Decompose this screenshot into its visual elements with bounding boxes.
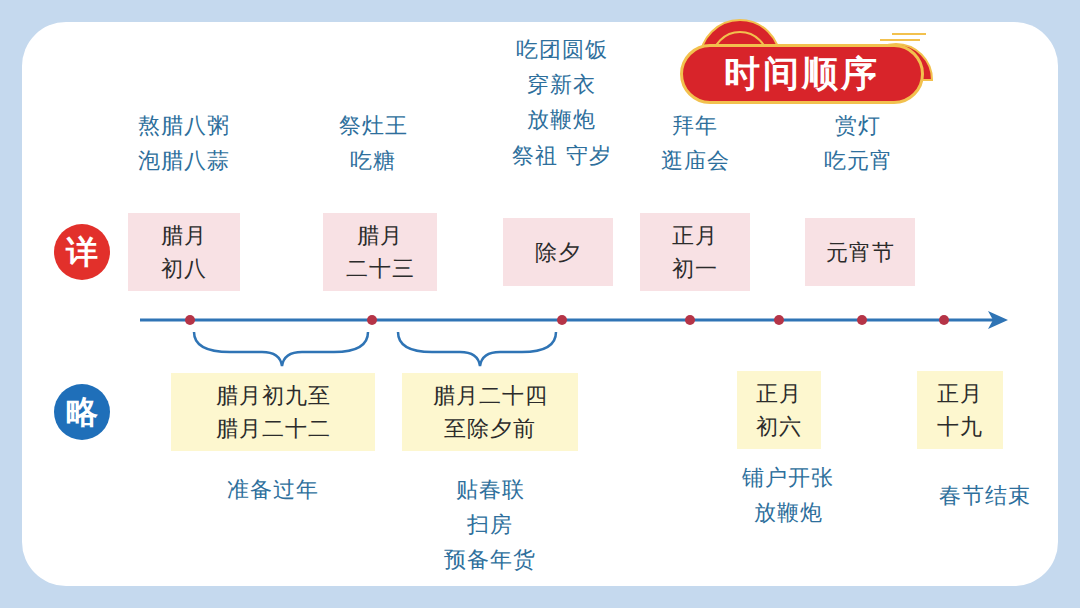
activity-text: 贴春联 扫房 预备年货 <box>434 472 546 578</box>
box-text: 腊月二十四 至除夕前 <box>424 379 556 445</box>
title-text: 时间顺序 <box>724 50 880 99</box>
brief-circle: 略 <box>54 384 110 440</box>
box-text: 腊月初九至 腊月二十二 <box>207 379 339 445</box>
timeline-dots <box>185 315 949 325</box>
date-box: 正月 初一 <box>640 213 750 291</box>
activity-text: 春节结束 <box>927 478 1044 513</box>
activity-text: 熬腊八粥 泡腊八蒜 <box>128 108 240 178</box>
date-box: 腊月 二十三 <box>323 213 437 291</box>
timeline-arrowhead <box>988 311 1008 329</box>
period-box: 腊月初九至 腊月二十二 <box>171 373 375 451</box>
box-text: 正月 十九 <box>931 377 988 443</box>
box-text: 元宵节 <box>820 236 899 269</box>
activity-text: 铺户开张 放鞭炮 <box>732 460 844 530</box>
box-text: 除夕 <box>523 236 593 269</box>
box-text: 正月 初一 <box>660 219 730 285</box>
date-box: 除夕 <box>503 218 613 286</box>
activity-text: 吃团圆饭 穿新衣 放鞭炮 祭祖 守岁 <box>508 32 616 173</box>
period-box: 腊月二十四 至除夕前 <box>402 373 578 451</box>
title-banner: 时间顺序 <box>680 44 924 104</box>
box-text: 腊月 初八 <box>149 219 219 285</box>
activity-text: 拜年 逛庙会 <box>650 108 740 178</box>
date-box: 腊月 初八 <box>128 213 240 291</box>
date-box: 正月 十九 <box>917 371 1003 449</box>
detail-circle: 详 <box>54 224 110 280</box>
circle-label: 略 <box>63 396 101 428</box>
box-text: 正月 初六 <box>750 377 807 443</box>
panel <box>22 22 1058 586</box>
activity-text: 赏灯 吃元宵 <box>813 108 903 178</box>
box-text: 腊月 二十三 <box>340 219 419 285</box>
date-box: 正月 初六 <box>737 371 821 449</box>
date-box: 元宵节 <box>805 218 915 286</box>
activity-text: 祭灶王 吃糖 <box>328 108 418 178</box>
circle-label: 详 <box>63 236 101 268</box>
brace <box>194 332 556 366</box>
activity-text: 准备过年 <box>215 472 332 507</box>
